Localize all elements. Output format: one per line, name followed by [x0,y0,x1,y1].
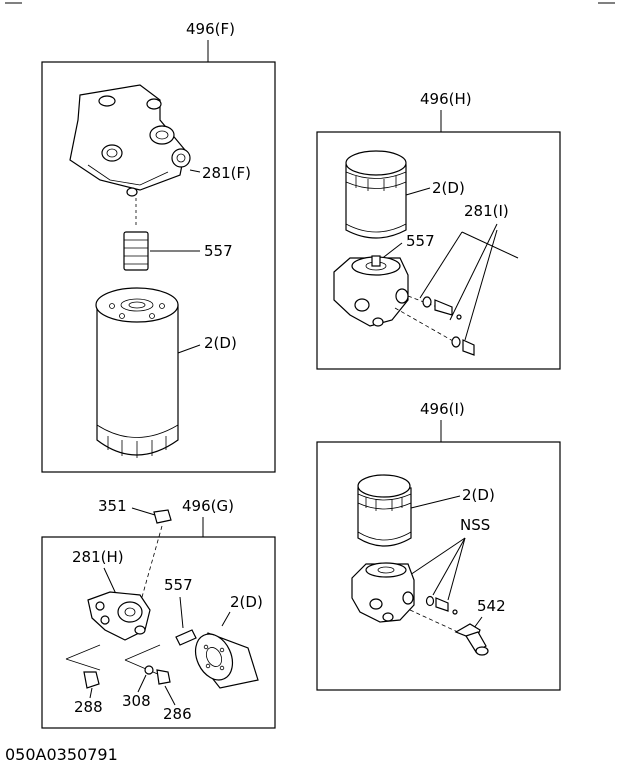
elbow-542 [454,623,489,656]
bolt-288 [83,671,100,689]
fitting-h1 [434,299,453,316]
label-557-f: 557 [204,242,233,260]
o-ring-i [425,595,435,607]
panel-f-title: 496(F) [186,20,235,38]
plug-h2 [462,339,475,356]
label-2d-g: 2(D) [230,593,263,611]
label-288: 288 [74,698,103,716]
label-557-g: 557 [164,576,193,594]
label-281h: 281(H) [72,548,124,566]
panel-h-title: 496(H) [420,90,472,108]
nipple-557-f [123,231,149,271]
label-2d-h: 2(D) [432,179,465,197]
drawing-code: 050A0350791 [5,745,118,764]
fitting-i-tip [452,609,458,615]
label-542: 542 [477,597,506,615]
panel-496g: 351 496(G) 281(H) 557 2(D) [41,497,276,729]
nipple-557-g [175,629,197,646]
label-2d-f: 2(D) [204,334,237,352]
fitting-i [435,597,449,612]
label-286: 286 [163,705,192,723]
panel-i-title: 496(I) [420,400,465,418]
panel-496f: 496(F) 281(F) 557 [41,20,276,473]
filter-element-h [345,150,407,239]
label-281f: 281(F) [202,164,251,182]
label-281i: 281(I) [464,202,509,220]
panel-496i: 496(I) 2(D) NSS [316,400,561,691]
panel-g-title: 496(G) [182,497,234,515]
filter-head-g [87,591,151,641]
filter-head-f [69,84,191,197]
o-ring-h2 [451,336,461,348]
panel-496h: 496(H) 2(D) 281(I) 557 [316,90,561,370]
fitting-h1-tip [456,314,462,320]
label-308: 308 [122,692,151,710]
label-nss: NSS [460,516,490,534]
filter-element-g [194,632,259,689]
filter-head-i [351,562,415,623]
bolt-351 [153,509,172,524]
panel-i-frame [316,441,561,691]
label-351: 351 [98,497,127,515]
label-2d-i: 2(D) [462,486,495,504]
washer-308 [144,665,154,675]
filter-element-i [357,474,412,547]
label-557-h: 557 [406,232,435,250]
plug-286 [156,669,171,685]
filter-element-f [95,287,179,458]
o-ring-h1 [422,296,432,308]
panel-g-frame [41,536,276,729]
filter-head-h [333,255,409,327]
